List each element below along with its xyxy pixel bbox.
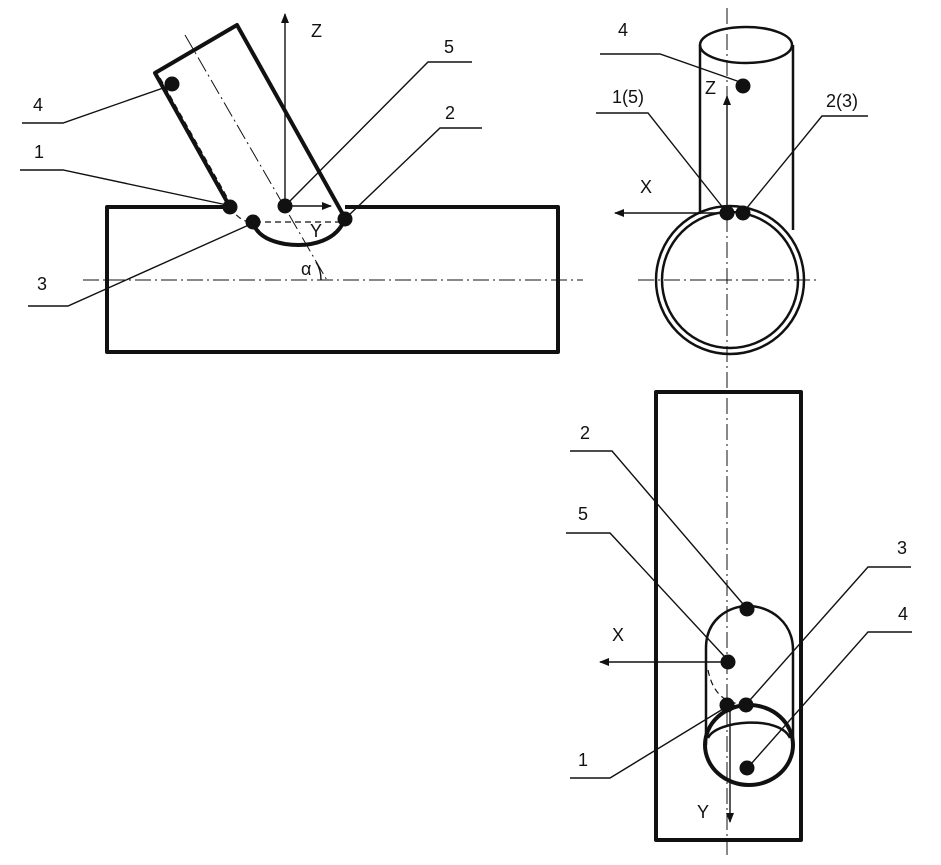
end-main-outer	[654, 204, 806, 356]
side-leader-1	[20, 169, 228, 206]
top-branch-inner-arc	[706, 721, 792, 739]
side-branch-centerline	[184, 34, 329, 283]
top-leader-3	[749, 566, 911, 701]
top-leader-2	[570, 450, 744, 605]
top-y-label: Y	[697, 802, 709, 822]
side-branch-inner-line	[159, 77, 233, 207]
top-hidden-curve	[707, 669, 741, 705]
top-point-1	[719, 697, 735, 713]
top-point-2	[739, 601, 755, 617]
top-point-4	[739, 760, 755, 776]
top-callout-2: 2	[580, 423, 590, 443]
top-callout-3: 3	[897, 538, 907, 558]
top-leader-4	[750, 631, 912, 765]
side-branch-pipe	[153, 23, 347, 247]
side-angle-arc	[315, 261, 322, 281]
side-main-pipe	[105, 205, 560, 354]
top-callout-5: 5	[578, 504, 588, 524]
side-leader-5	[287, 61, 472, 204]
top-x-label: X	[612, 625, 624, 645]
end-z-label: Z	[705, 78, 716, 98]
end-point-1-5	[719, 205, 735, 221]
end-leader-4	[600, 53, 741, 83]
end-callout-1-5: 1(5)	[612, 87, 644, 107]
side-leader-4	[22, 85, 170, 124]
top-view: X Y 2 5 3 4 1	[566, 390, 912, 842]
top-leader-5	[566, 532, 725, 657]
side-callout-5: 5	[444, 37, 454, 57]
end-point-2-3	[735, 205, 751, 221]
end-callout-2-3: 2(3)	[826, 91, 858, 111]
side-y-label: Y	[310, 221, 322, 241]
end-branch-top	[698, 25, 794, 65]
top-branch-outline	[704, 604, 795, 745]
top-leader-1	[570, 708, 724, 779]
top-callout-1: 1	[578, 750, 588, 770]
top-point-5	[720, 654, 736, 670]
side-point-4	[164, 76, 180, 92]
end-leader-2-3	[745, 115, 868, 210]
end-branch-sides	[698, 45, 795, 230]
top-callout-4: 4	[898, 604, 908, 624]
side-point-1	[222, 199, 238, 215]
end-x-label: X	[640, 177, 652, 197]
side-callout-2: 2	[445, 103, 455, 123]
top-main-pipe	[654, 390, 803, 842]
side-leader-2	[347, 127, 482, 217]
end-leader-1-5	[596, 112, 725, 210]
side-view: Z Y α 4 5 1 2 3	[20, 13, 583, 354]
end-view: Z X 4 1(5) 2(3)	[596, 8, 868, 855]
side-callout-4: 4	[33, 95, 43, 115]
side-callout-1: 1	[34, 142, 44, 162]
top-point-3	[738, 697, 754, 713]
side-z-label: Z	[311, 21, 322, 41]
side-angle-label: α	[301, 259, 311, 279]
end-callout-4: 4	[618, 20, 628, 40]
side-leader-3	[28, 223, 252, 307]
side-point-3	[245, 214, 261, 230]
side-callout-3: 3	[37, 274, 47, 294]
